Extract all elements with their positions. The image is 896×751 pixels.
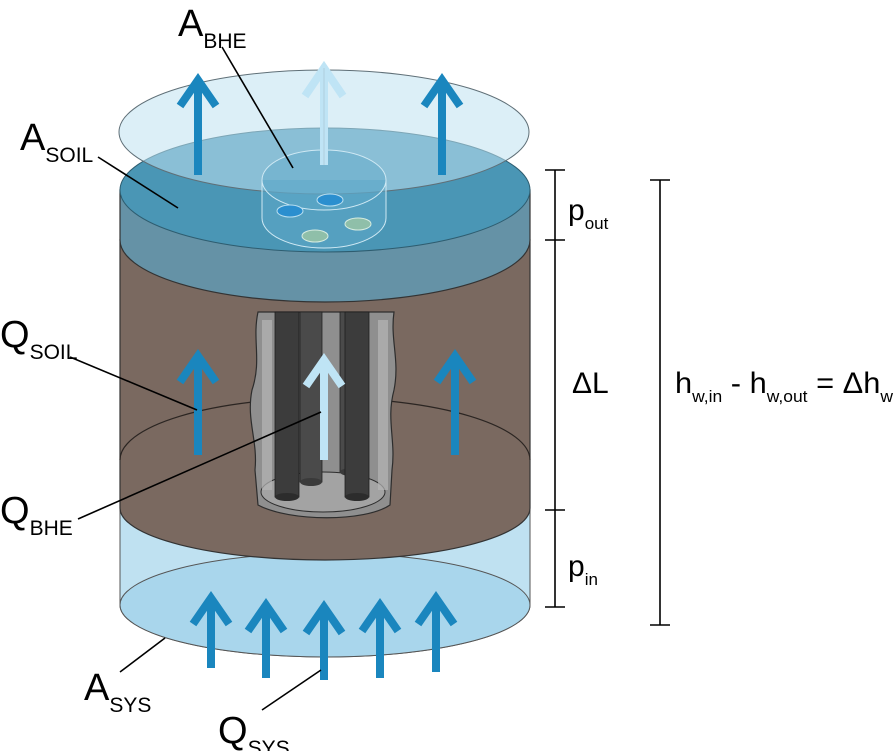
label-p-out-sub: out <box>585 214 609 233</box>
eq-h-in-sub: w,in <box>691 387 722 406</box>
pipe-rim-left <box>262 320 272 490</box>
eq-h-out: h <box>750 367 767 400</box>
label-p-in: pin <box>568 550 598 589</box>
arrow-top-right <box>420 72 464 175</box>
bhe-pipe-section-2 <box>316 193 344 207</box>
pipe-back-left <box>299 311 323 483</box>
leader-a-sys <box>119 637 166 673</box>
pipe-front-right <box>344 311 370 498</box>
leader-a-bhe <box>221 46 294 169</box>
label-q-bhe-main: Q <box>0 490 30 532</box>
eq-h-out-sub: w,out <box>766 387 808 406</box>
label-a-bhe-main: A <box>178 3 204 45</box>
eq-delta-h-sub: w <box>879 387 893 406</box>
label-p-out: pout <box>568 194 609 233</box>
pipe-rim-right <box>378 320 388 490</box>
arrow-bhe <box>302 352 346 460</box>
arrow-sys-5 <box>414 590 458 672</box>
label-q-bhe-sub: BHE <box>30 517 73 540</box>
label-a-sys-sub: SYS <box>109 694 151 717</box>
leader-q-soil <box>69 356 198 411</box>
label-q-soil-sub: SOIL <box>30 341 78 364</box>
label-p-in-main: p <box>568 550 585 583</box>
bhe-cylinder-side <box>261 180 387 249</box>
arrow-sys-3 <box>302 599 346 680</box>
eq-h-in: h <box>675 367 692 400</box>
bhe-pipe-section-1 <box>276 204 304 218</box>
leader-a-soil <box>97 156 179 209</box>
arrow-sys-2 <box>244 597 288 678</box>
label-delta-l: ΔL <box>572 367 609 400</box>
arrow-sys-1 <box>189 590 233 668</box>
label-a-sys: ASYS <box>84 667 151 717</box>
label-a-sys-main: A <box>84 667 110 709</box>
bhe-pipe-section-3 <box>301 229 329 243</box>
label-q-soil-main: Q <box>0 314 30 356</box>
label-p-in-sub: in <box>585 570 598 589</box>
label-q-sys: QSYS <box>218 710 290 751</box>
label-a-bhe: ABHE <box>178 3 247 53</box>
label-q-sys-main: Q <box>218 710 248 751</box>
bhe-pipe-section-4 <box>344 217 372 231</box>
arrow-top-left <box>176 72 220 175</box>
label-p-out-main: p <box>568 194 585 227</box>
eq-equals: = <box>808 367 843 400</box>
label-a-soil-main: A <box>20 117 46 159</box>
arrow-soil-left <box>176 348 220 455</box>
pipe-back-left-end <box>300 478 322 486</box>
label-q-sys-sub: SYS <box>248 737 290 751</box>
label-head-equation: hw,in - hw,out = Δhw <box>675 367 894 406</box>
borehole-pipes <box>262 311 388 501</box>
arrow-sys-4 <box>358 597 402 678</box>
pipe-front-right-end <box>345 493 369 501</box>
pipe-front-left <box>274 311 300 498</box>
leader-q-sys <box>261 669 322 711</box>
pipe-front-left-end <box>275 493 299 501</box>
eq-delta-h: Δh <box>843 367 881 400</box>
arrow-soil-right <box>433 348 477 455</box>
label-q-soil: QSOIL <box>0 314 77 364</box>
label-a-soil: ASOIL <box>20 117 93 167</box>
bhe-inner-cylinder <box>261 149 387 249</box>
label-a-bhe-sub: BHE <box>203 30 246 53</box>
leader-q-bhe <box>77 411 322 520</box>
label-q-bhe: QBHE <box>0 490 73 540</box>
label-a-soil-sub: SOIL <box>45 144 93 167</box>
eq-minus: - <box>722 367 749 400</box>
